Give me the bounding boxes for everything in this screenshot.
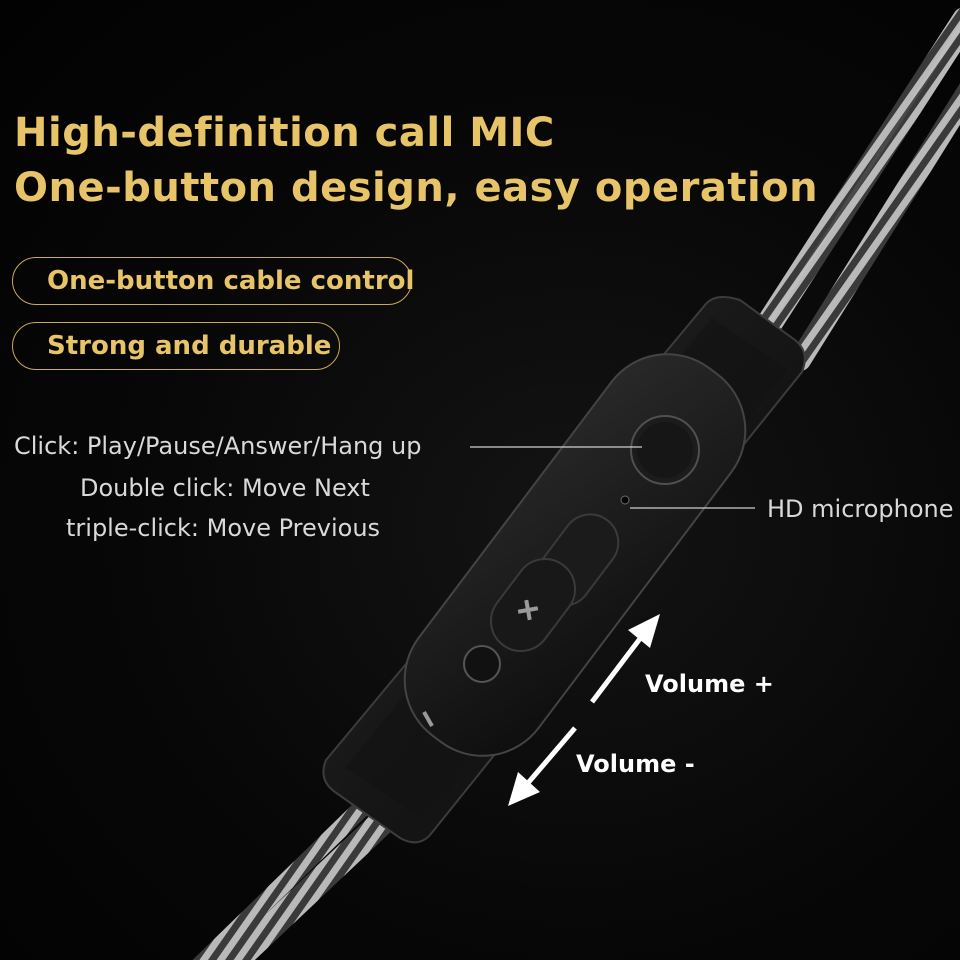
- headline-subtitle: One-button design, easy operation: [14, 165, 819, 211]
- microphone-hole: [620, 495, 630, 505]
- center-knob: [463, 645, 501, 683]
- hd-microphone-label: HD microphone: [767, 495, 954, 523]
- triple-click-function-text: triple-click: Move Previous: [66, 514, 381, 542]
- volume-up-label: Volume +: [645, 670, 774, 698]
- feature-badge-durable: Strong and durable: [12, 322, 340, 370]
- double-click-function-text: Double click: Move Next: [80, 474, 370, 502]
- click-function-text: Click: Play/Pause/Answer/Hang up: [14, 432, 422, 460]
- volume-down-arrow-icon: [508, 726, 577, 806]
- main-button: [630, 415, 700, 485]
- feature-badge-cable-control: One-button cable control: [12, 257, 414, 305]
- headline-title: High-definition call MIC: [14, 110, 555, 156]
- volume-down-label: Volume -: [576, 750, 695, 778]
- plus-icon: [489, 558, 577, 652]
- minus-icon: [422, 711, 434, 727]
- volume-up-arrow-icon: [590, 614, 660, 704]
- upper-cable: [752, 8, 960, 371]
- lower-cable: [192, 791, 408, 960]
